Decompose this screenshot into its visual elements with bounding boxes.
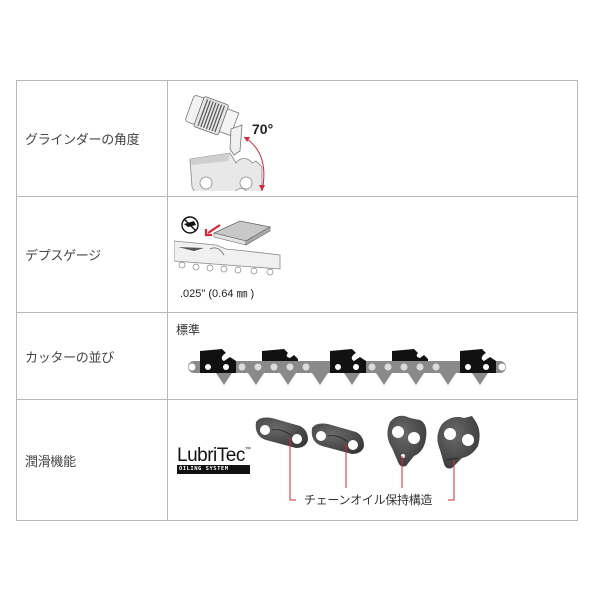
logo-name: LubriTec bbox=[177, 445, 245, 466]
angle-value: 70° bbox=[252, 121, 274, 137]
chain-links-illustration-icon bbox=[255, 415, 480, 501]
standard-label: 標準 bbox=[176, 323, 201, 337]
row-label: デプスゲージ bbox=[16, 196, 168, 313]
grinder-angle-cell: 70° bbox=[167, 80, 578, 197]
spec-table: グラインダーの角度 bbox=[16, 80, 578, 521]
oil-retention-callout: チェーンオイル保持構造 bbox=[304, 493, 433, 507]
depth-gauge-illustration-icon bbox=[174, 216, 281, 276]
row-label: カッターの並び bbox=[16, 312, 168, 400]
lubritec-logo: LubriTec™ OILING SYSTEM bbox=[177, 445, 251, 474]
row-label: 潤滑機能 bbox=[16, 399, 168, 521]
cutter-sequence-cell: 標準 bbox=[167, 312, 578, 400]
depth-gauge-value: .025" (0.64 ㎜ ) bbox=[180, 288, 255, 300]
chain-cutter-sequence-icon bbox=[188, 349, 506, 385]
table-row-grinder-angle: グラインダーの角度 bbox=[16, 80, 578, 197]
lubrication-cell: LubriTec™ OILING SYSTEM bbox=[167, 399, 578, 521]
depth-gauge-cell: .025" (0.64 ㎜ ) bbox=[167, 196, 578, 313]
table-row-lubrication: 潤滑機能 LubriTec™ OILING SYSTEM bbox=[16, 399, 578, 521]
row-label: グラインダーの角度 bbox=[16, 80, 168, 197]
logo-subtitle: OILING SYSTEM bbox=[177, 465, 251, 474]
grinder-illustration-icon bbox=[185, 95, 265, 191]
table-row-depth-gauge: デプスゲージ bbox=[16, 196, 578, 313]
table-row-cutter-sequence: カッターの並び 標準 bbox=[16, 312, 578, 400]
trademark: ™ bbox=[244, 447, 251, 453]
